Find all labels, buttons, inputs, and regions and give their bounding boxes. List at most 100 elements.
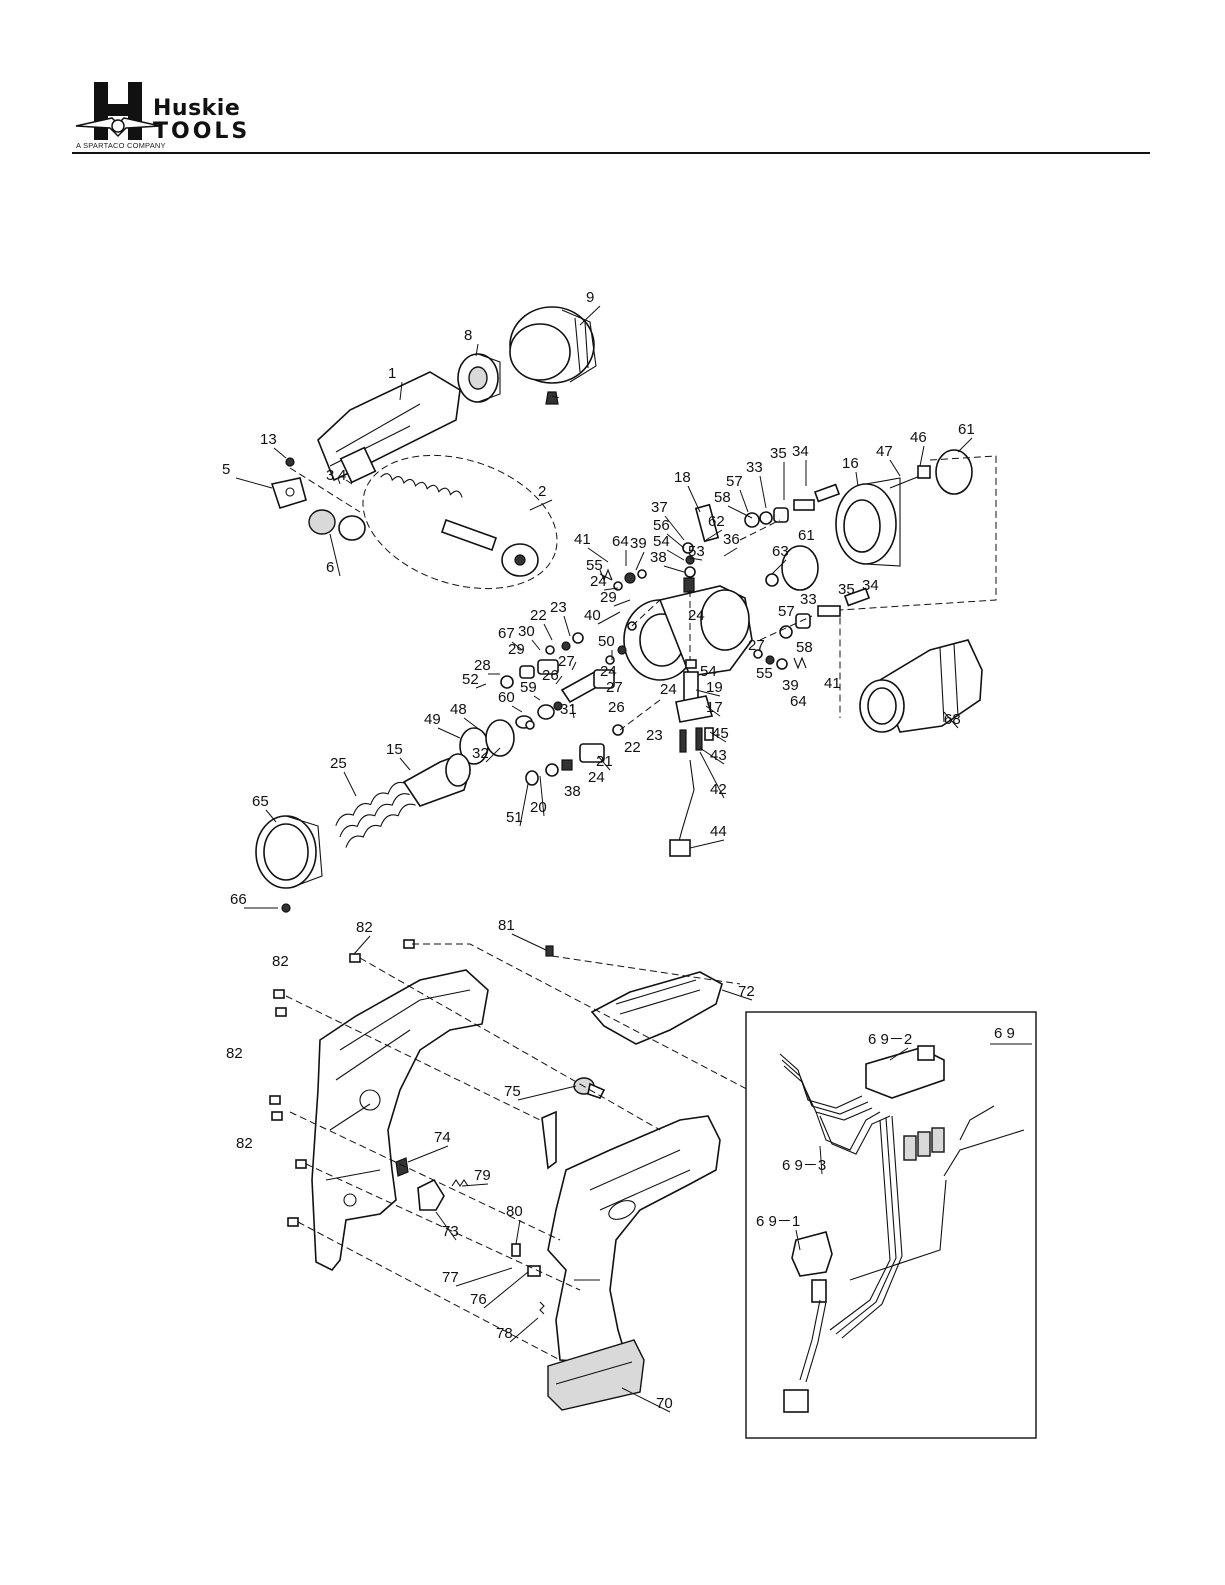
callout-leader	[511, 705, 523, 713]
callout-number-repeat: 82	[272, 953, 289, 970]
part-block-screws	[679, 727, 703, 753]
callout-number: 2	[538, 483, 546, 500]
part-screw-46	[889, 465, 931, 489]
callout-number: 56	[653, 517, 670, 534]
callout-number-repeat: 33	[800, 591, 817, 608]
callout-number: 57	[726, 473, 743, 490]
callout-leader	[273, 447, 287, 459]
callout-leader	[571, 661, 577, 671]
callout-number: 30	[518, 623, 535, 640]
callout-number: 22	[530, 607, 547, 624]
callout-number: 70	[656, 1395, 673, 1412]
callout-number-repeat: 27	[606, 679, 623, 696]
callout-leader	[666, 549, 685, 561]
callout-leader	[689, 557, 703, 561]
part-housing-left-half	[311, 969, 489, 1272]
callout-number: 72	[738, 983, 755, 1000]
callout-number: 25	[330, 755, 347, 772]
callout-number-repeat: 29	[508, 641, 525, 658]
part-wire-connector	[669, 759, 695, 857]
callout-number: 42	[710, 781, 727, 798]
callout-number: 5	[222, 461, 230, 478]
wiring-inset	[745, 1011, 1037, 1439]
callout-leader	[555, 675, 563, 685]
callout-number: 33	[746, 459, 763, 476]
callout-leader	[345, 479, 353, 485]
callout-leader	[739, 489, 749, 513]
callout-number: 64	[612, 533, 629, 550]
callout-leader	[483, 1271, 529, 1309]
callout-number: 62	[708, 513, 725, 530]
part-main-spring	[335, 781, 416, 848]
callout-number-repeat: 35	[838, 581, 855, 598]
callout-leader	[759, 475, 767, 509]
part-o-ring-61b	[935, 449, 973, 495]
callout-number: 37	[651, 499, 668, 516]
part-direction-lever	[541, 1110, 557, 1170]
part-rubber-boot	[509, 306, 597, 384]
callout-number: 76	[470, 1291, 487, 1308]
callout-leader	[533, 695, 541, 701]
callout-leader	[689, 839, 725, 849]
callout-number: 18	[674, 469, 691, 486]
callout-leader	[613, 599, 631, 607]
inset-label: 6 9－3	[782, 1157, 826, 1174]
callout-number: 21	[596, 753, 613, 770]
part-boot-screw	[545, 391, 559, 405]
callout-number: 34	[792, 443, 809, 460]
callout-leader	[579, 305, 601, 326]
part-ring-screw	[281, 903, 291, 913]
callout-number: 19	[706, 679, 723, 696]
inset-callout-labels: 6 96 9－26 9－36 9－1	[756, 1025, 1015, 1251]
callout-number: 82	[356, 919, 373, 936]
callout-leader	[337, 477, 341, 485]
callout-number: 13	[260, 431, 277, 448]
callout-leader	[435, 1211, 457, 1241]
callout-number: 20	[530, 799, 547, 816]
callout-number: 46	[910, 429, 927, 446]
part-small-spring	[395, 1157, 409, 1177]
callout-leader	[437, 727, 461, 739]
part-motor	[859, 639, 983, 733]
part-spring-shaft-assembly	[362, 454, 558, 590]
callout-leader	[957, 437, 973, 453]
callout-number-repeat: 64	[790, 693, 807, 710]
callout-leader	[455, 1267, 513, 1287]
callout-leader	[705, 705, 721, 717]
callout-number-repeat: 26	[608, 699, 625, 716]
callout-number: 17	[706, 699, 723, 716]
callout-number: 24	[590, 573, 607, 590]
callout-number: 75	[504, 1083, 521, 1100]
callout-leader	[407, 1145, 449, 1163]
callout-leader	[511, 933, 547, 951]
callout-number: 50	[598, 633, 615, 650]
header-divider	[72, 152, 1150, 154]
part-spring-79	[451, 1179, 469, 1187]
part-screw-81	[545, 945, 554, 957]
callout-number: 6	[326, 559, 334, 576]
part-valve-block	[675, 695, 714, 723]
callout-number: 3	[326, 467, 334, 484]
callout-number-repeat: 82	[236, 1135, 253, 1152]
callout-number: 44	[710, 823, 727, 840]
callout-number: 61	[958, 421, 975, 438]
guide-lines-upper	[289, 395, 813, 731]
inset-leader	[889, 1047, 909, 1061]
callout-leader	[705, 529, 723, 541]
callout-leader	[353, 935, 371, 955]
callout-leader	[509, 1317, 539, 1343]
callout-leader	[511, 641, 523, 651]
callout-number: 27	[558, 653, 575, 670]
guide-lines-lower	[285, 943, 761, 1361]
callout-leader	[571, 703, 575, 719]
brand-name-line2: TOOLS	[153, 119, 251, 144]
part-o-ring-61a	[781, 545, 819, 591]
callout-leader	[599, 573, 613, 581]
callout-number: 60	[498, 689, 515, 706]
callout-number: 67	[498, 625, 515, 642]
callout-leader	[475, 343, 479, 357]
inset-label: 6 9－1	[756, 1213, 800, 1230]
part-bracket	[270, 477, 307, 509]
callout-number: 35	[770, 445, 787, 462]
callout-number-repeat: 39	[782, 677, 799, 694]
